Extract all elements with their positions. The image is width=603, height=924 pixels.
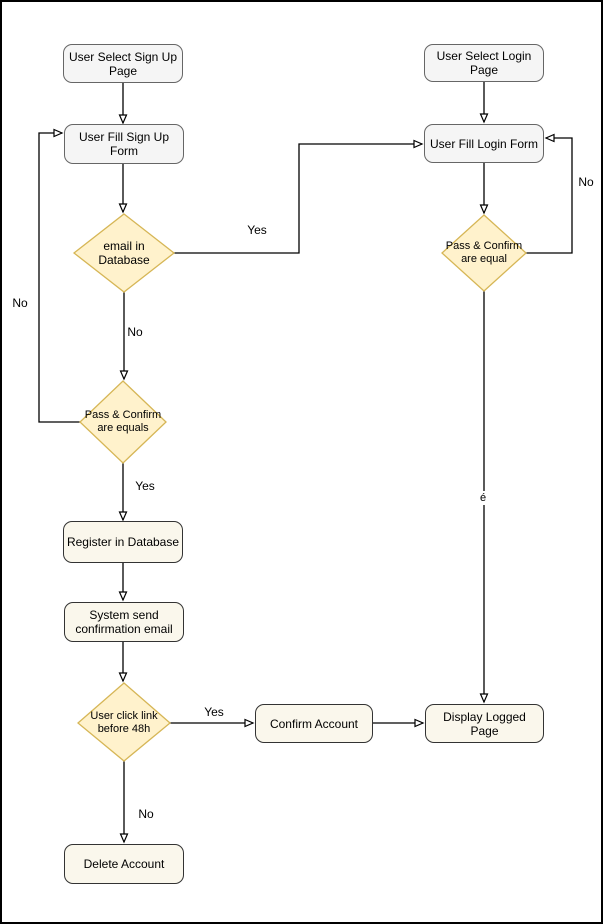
edge-label-pass-equals-yes: Yes xyxy=(133,479,157,493)
edge-label-click-link-no: No xyxy=(136,807,156,821)
edge-label-pass-equals-no: No xyxy=(10,296,30,310)
user-click-link-diamond xyxy=(76,682,172,762)
node-confirm-account: Confirm Account xyxy=(255,704,373,743)
node-user-fill-login-form: User Fill Login Form xyxy=(424,124,544,163)
edge-login-pass-no-loop xyxy=(526,133,573,254)
node-system-send-confirmation-email: System send confirmation email xyxy=(64,602,184,642)
login-pass-confirm-equal-diamond xyxy=(441,214,527,292)
edge-email-yes-to-login-form xyxy=(174,139,424,254)
node-register-in-database: Register in Database xyxy=(63,521,183,563)
label-user-click-link-before-48h: User click link before 48h xyxy=(90,710,158,735)
edge-label-login-pass-no: No xyxy=(576,175,596,189)
node-user-select-sign-up-page: User Select Sign Up Page xyxy=(63,44,183,83)
edge-label-login-pass-to-logged: é xyxy=(477,491,489,505)
node-user-select-login-page: User Select Login Page xyxy=(424,44,544,82)
edge-label-email-no: No xyxy=(125,325,145,339)
node-delete-account: Delete Account xyxy=(64,844,184,884)
edge-label-click-link-yes: Yes xyxy=(202,705,226,719)
pass-confirm-equals-diamond xyxy=(79,380,167,464)
email-in-database-diamond xyxy=(72,213,176,293)
label-pass-confirm-are-equal: Pass & Confirm are equal xyxy=(445,240,523,265)
label-pass-confirm-are-equals: Pass & Confirm are equals xyxy=(84,409,162,434)
edge-pass-no-loop-to-fill-signup xyxy=(38,128,80,423)
node-user-fill-sign-up-form: User Fill Sign Up Form xyxy=(64,124,184,164)
node-display-logged-page: Display Logged Page xyxy=(425,704,544,743)
label-email-in-database: email in Database xyxy=(98,239,150,267)
edge-label-email-yes: Yes xyxy=(245,223,269,237)
